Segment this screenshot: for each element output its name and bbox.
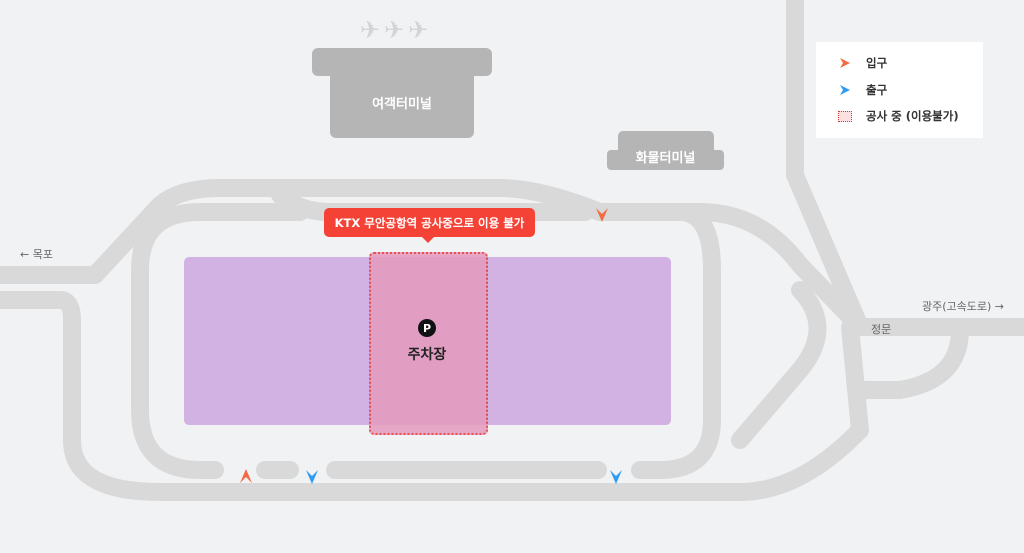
exit-marker-1 — [306, 470, 318, 484]
road-inner-right — [616, 203, 721, 479]
exit-marker-2 — [610, 470, 622, 484]
legend-entrance: 입구 — [838, 55, 887, 71]
airplane-icons: ✈✈✈ — [360, 16, 432, 44]
passenger-terminal-label: 여객터미널 — [372, 96, 432, 112]
direction-gwangju: 광주(고속도로) → — [922, 300, 1005, 313]
construction-tooltip: KTX 무안공항역 공사중으로 이용 불가 — [324, 208, 535, 243]
road-north — [786, 0, 869, 336]
entrance-arrow-icon — [838, 57, 852, 69]
legend-exit: 출구 — [838, 82, 887, 98]
road-mokpo — [0, 179, 1024, 336]
construction-zone — [369, 252, 488, 435]
entrance-marker-bottom — [240, 469, 252, 483]
legend-exit-label: 출구 — [866, 83, 888, 97]
airplane-icon: ✈ — [408, 16, 433, 44]
parking-icon: P — [418, 319, 436, 337]
cargo-terminal[interactable]: 화물터미널 — [607, 150, 724, 170]
main-gate-label: 정문 — [871, 323, 892, 336]
road-inner-loop — [131, 203, 309, 479]
road-gate-connector — [731, 281, 827, 449]
airplane-icon: ✈ — [360, 16, 385, 44]
airplane-icon: ✈ — [384, 16, 409, 44]
cargo-terminal-label: 화물터미널 — [635, 150, 696, 166]
legend-entrance-label: 입구 — [866, 56, 888, 70]
road-outer-bottom — [0, 291, 869, 501]
parking-label: 주차장 — [407, 347, 447, 363]
construction-swatch-icon — [838, 110, 852, 122]
passenger-terminal[interactable]: 여객터미널 — [330, 66, 474, 138]
entrance-marker-top — [596, 208, 608, 222]
legend: 입구 출구 공사 중 (이용불가) — [816, 42, 983, 138]
parking-icon-letter: P — [422, 321, 432, 335]
tooltip-text: KTX 무안공항역 공사중으로 이용 불가 — [334, 215, 525, 230]
road-east — [851, 321, 969, 399]
legend-construction-label: 공사 중 (이용불가) — [866, 109, 959, 123]
exit-arrow-icon — [838, 84, 852, 96]
legend-construction: 공사 중 (이용불가) — [838, 108, 959, 124]
direction-mokpo: ← 목포 — [20, 248, 53, 261]
